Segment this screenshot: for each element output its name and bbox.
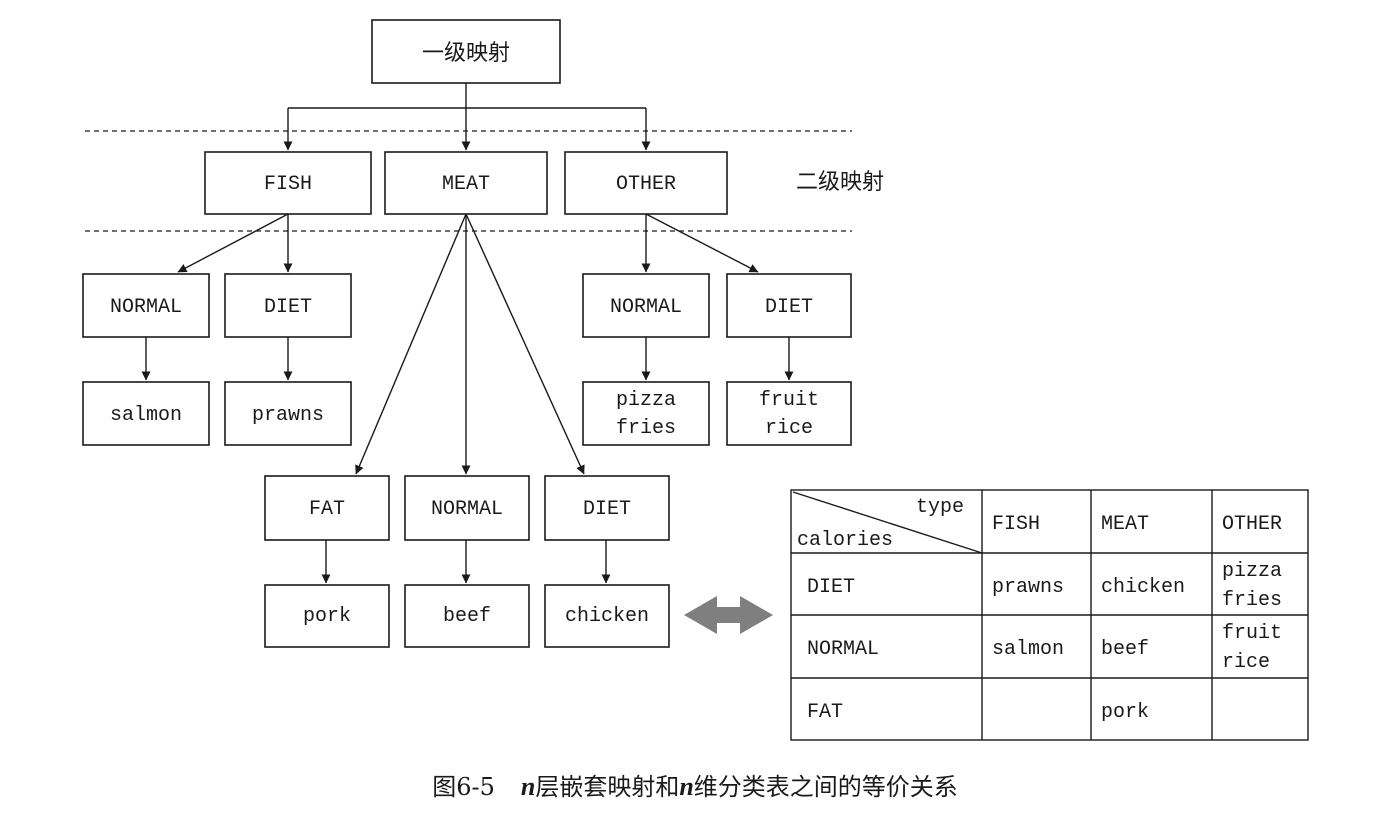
caption-text: 层嵌套映射和 [535,773,679,801]
leaf-label: fries [616,417,676,440]
meat-diet-node: DIET [544,475,670,541]
leaf-label: fruit [759,389,819,412]
caption-figure-number: 图6-5 [432,773,495,801]
row-header: FAT [807,701,843,724]
row-header: NORMAL [807,638,879,661]
other-diet-node: DIET [726,273,852,338]
table-cell: pork [1101,701,1149,724]
caption-text: 维分类表之间的等价关系 [694,773,958,801]
leaf-chicken: chicken [544,584,670,648]
fish-diet-node: DIET [224,273,352,338]
meat-normal-label: NORMAL [431,498,503,521]
leaf-fruit-rice: fruit rice [726,381,852,446]
level2-side-label: 二级映射 [796,170,884,195]
table-cell: rice [1222,651,1270,674]
table-cell: chicken [1101,576,1185,599]
equivalence-arrow-icon [684,596,773,634]
leaf-beef: beef [404,584,530,648]
table-cell: prawns [992,576,1064,599]
other-diet-label: DIET [765,296,813,319]
column-header: FISH [992,513,1040,536]
row-header: DIET [807,576,855,599]
meat-normal-node: NORMAL [404,475,530,541]
level2-node-meat: MEAT [384,151,548,215]
caption-n: n [521,772,535,801]
fish-normal-node: NORMAL [82,273,210,338]
leaf-label: prawns [252,404,324,427]
root-node: 一级映射 [371,19,561,84]
fish-normal-label: NORMAL [110,296,182,319]
caption-n: n [679,772,693,801]
table-cell: pizza [1222,560,1282,583]
level2-label-fish: FISH [264,173,312,196]
connectors [141,83,794,584]
table-cell: fruit [1222,622,1282,645]
classification-table: type calories FISH MEAT OTHER DIET NORMA… [790,489,1309,741]
leaf-label: pork [303,605,351,628]
corner-diagonal [792,491,983,554]
meat-fat-node: FAT [264,475,390,541]
level2-label-other: OTHER [616,173,676,196]
leaf-salmon: salmon [82,381,210,446]
level2-label-meat: MEAT [442,173,490,196]
meat-diet-label: DIET [583,498,631,521]
leaf-pork: pork [264,584,390,648]
column-header: OTHER [1222,513,1282,536]
corner-header-type: type [916,496,964,519]
leaf-label: beef [443,605,491,628]
meat-fat-label: FAT [309,498,345,521]
leaf-label: chicken [565,605,649,628]
table-cell: beef [1101,638,1149,661]
leaf-label: rice [765,417,813,440]
other-normal-label: NORMAL [610,296,682,319]
level2-node-other: OTHER [564,151,728,215]
fish-diet-label: DIET [264,296,312,319]
leaf-label: pizza [616,389,676,412]
table-cell: salmon [992,638,1064,661]
level2-node-fish: FISH [204,151,372,215]
root-label: 一级映射 [422,41,510,66]
leaf-pizza-fries: pizza fries [582,381,710,446]
other-normal-node: NORMAL [582,273,710,338]
column-header: MEAT [1101,513,1149,536]
leaf-label: salmon [110,404,182,427]
table-cell: fries [1222,589,1282,612]
corner-header-calories: calories [797,529,893,552]
leaf-prawns: prawns [224,381,352,446]
